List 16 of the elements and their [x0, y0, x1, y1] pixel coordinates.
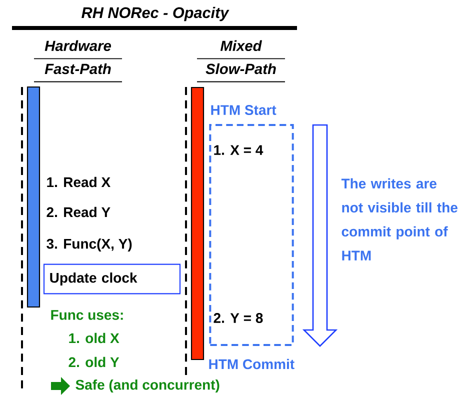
title: RH NORec - Opacity — [82, 6, 230, 22]
marker-text: HTM Commit — [209, 358, 294, 370]
note-text: Func uses: — [51, 310, 123, 320]
timeline-bar — [26, 86, 40, 308]
note-text: 2. old Y — [68, 356, 120, 368]
timeline-bar — [190, 86, 204, 360]
column-heading: Mixed Slow-Path — [196, 40, 286, 82]
note-text: The writes are not visible till the commit point of HTM — [341, 178, 458, 260]
marker-text: HTM Start — [211, 105, 276, 115]
note-text: Safe (and concurrent) — [76, 379, 220, 393]
step-text: 1. X = 4 — [214, 145, 264, 155]
step-text: 2. Y = 8 — [214, 313, 263, 323]
note-text: 1. old X — [69, 332, 120, 344]
column-heading: Hardware Fast-Path — [34, 40, 122, 82]
process-box: Update clock — [43, 264, 181, 294]
step-text: 3. Func(X, Y) — [46, 238, 132, 252]
